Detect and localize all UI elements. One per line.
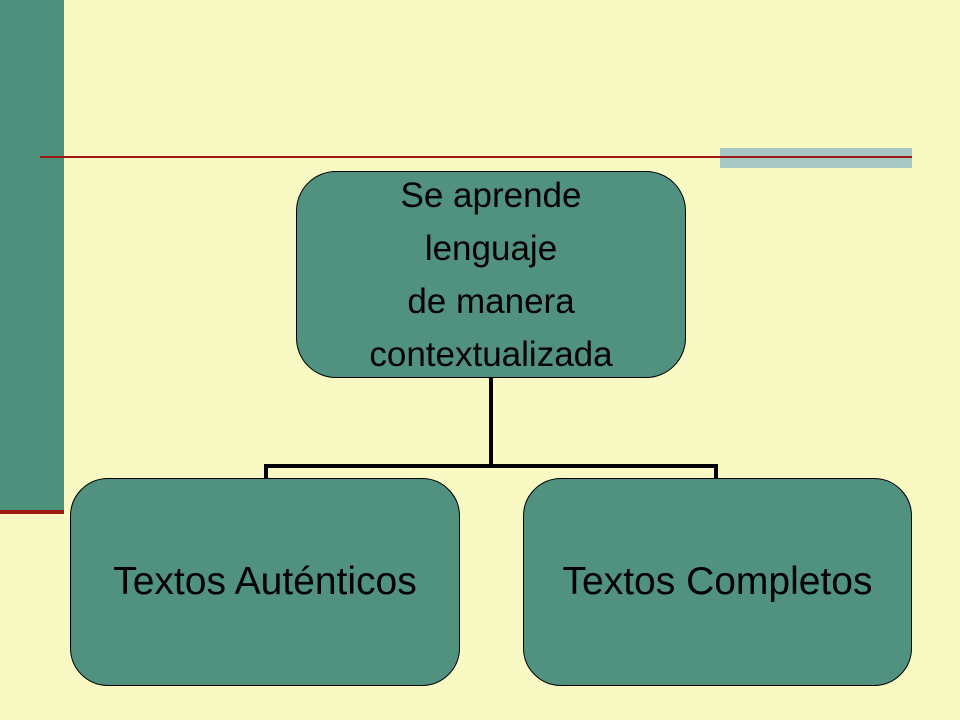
root-node-line: de manera: [407, 281, 575, 321]
child-node-textos-completos: Textos Completos: [523, 478, 912, 686]
child-node-label: Textos Completos: [562, 560, 873, 603]
title-rule-line: [40, 156, 912, 158]
root-node: Se aprende lenguaje de manera contextual…: [296, 171, 686, 378]
child-node-label: Textos Auténticos: [113, 560, 417, 603]
child-node-textos-autenticos: Textos Auténticos: [70, 478, 460, 686]
root-node-line: contextualizada: [369, 334, 613, 374]
root-node-line: lenguaje: [424, 228, 558, 268]
side-bar-accent-line: [0, 510, 64, 514]
title-rule-accent-line: [720, 156, 912, 158]
title-rule-accent-block: [720, 148, 912, 168]
root-node-line: Se aprende: [400, 175, 582, 215]
side-decorative-bar: [0, 0, 64, 512]
